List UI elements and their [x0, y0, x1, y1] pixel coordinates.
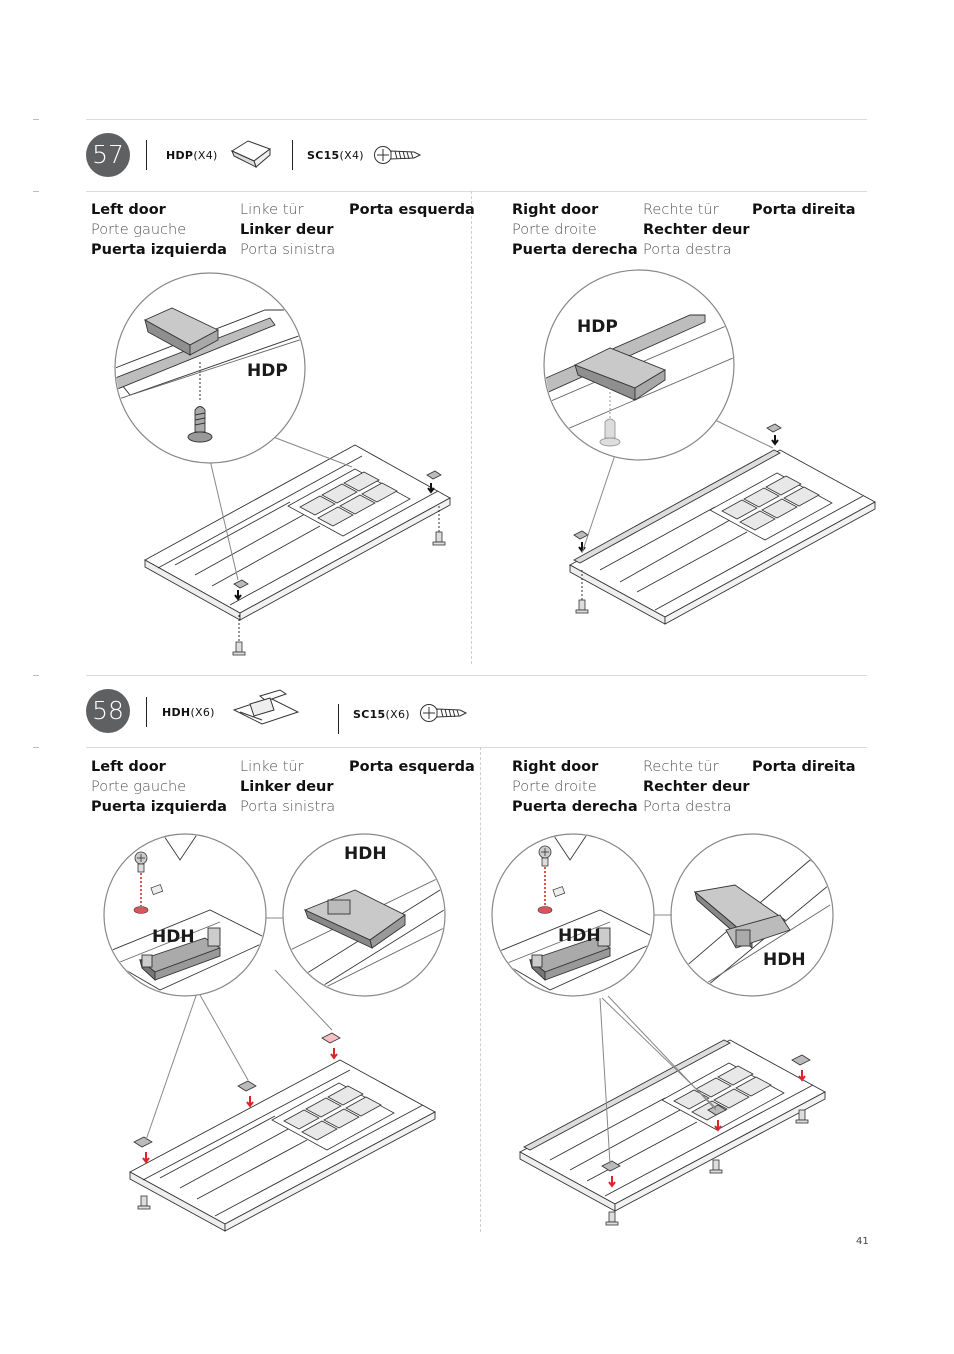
- label-col1: Right door Porte droite Puerta derecha: [512, 202, 638, 258]
- step-top-rule: [86, 675, 867, 676]
- label-col2: Rechte tür Rechter deur Porta destra: [643, 202, 750, 258]
- separator: [146, 140, 147, 170]
- label-col3: Porta direita: [752, 202, 856, 218]
- hinge-bracket-part-icon: [232, 689, 300, 725]
- margin-tick: [33, 675, 39, 676]
- separator: [338, 704, 339, 734]
- separator: [146, 697, 147, 727]
- separator: [292, 140, 293, 170]
- left-door-hdp-illustration: [114, 272, 451, 656]
- label-col3: Porta esquerda: [349, 759, 475, 775]
- hinge-pin-part-icon: [230, 140, 272, 168]
- right-door-hdh-illustration: [491, 833, 834, 1226]
- callout-label: HDP: [577, 317, 618, 337]
- label-col3: Porta direita: [752, 759, 856, 775]
- column-divider: [471, 191, 472, 664]
- step-top-rule: [86, 119, 867, 120]
- label-col1: Left door Porte gauche Puerta izquierda: [91, 202, 227, 258]
- page-number: 41: [856, 1236, 869, 1247]
- step-number-58: 58: [86, 689, 130, 733]
- margin-tick: [33, 191, 39, 192]
- label-col2: Rechte tür Rechter deur Porta destra: [643, 759, 750, 815]
- right-door-hdp-illustration: [543, 269, 876, 625]
- step-header-rule: [86, 747, 867, 748]
- callout-label: HDP: [247, 361, 288, 381]
- step-number-57: 57: [86, 133, 130, 177]
- part-hdp-label: HDP(X4): [166, 149, 218, 162]
- label-col3: Porta esquerda: [349, 202, 475, 218]
- callout-label: HDH: [152, 927, 195, 947]
- callout-label: HDH: [344, 844, 387, 864]
- part-sc15-label: SC15(X4): [307, 149, 364, 162]
- screw-icon: [420, 704, 468, 722]
- label-col1: Right door Porte droite Puerta derecha: [512, 759, 638, 815]
- margin-tick: [33, 119, 39, 120]
- part-sc15-label: SC15(X6): [353, 708, 410, 721]
- label-col2: Linke tür Linker deur Porta sinistra: [240, 759, 336, 815]
- label-col2: Linke tür Linker deur Porta sinistra: [240, 202, 336, 258]
- part-hdh-label: HDH(X6): [162, 706, 215, 719]
- label-col1: Left door Porte gauche Puerta izquierda: [91, 759, 227, 815]
- screw-icon: [374, 146, 422, 164]
- callout-label: HDH: [763, 950, 806, 970]
- margin-tick: [33, 747, 39, 748]
- left-door-hdh-illustration: [103, 833, 446, 1232]
- step-header-rule: [86, 191, 867, 192]
- callout-label: HDH: [558, 926, 601, 946]
- column-divider: [480, 747, 481, 1232]
